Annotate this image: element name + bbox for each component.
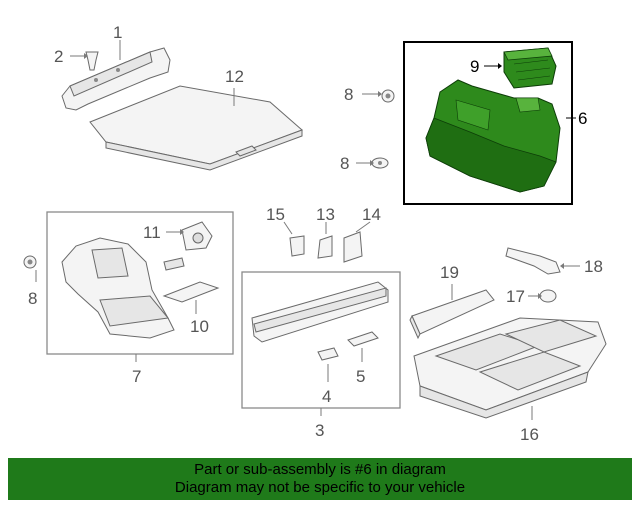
part-6-group-box <box>403 41 573 205</box>
callout-4: 4 <box>322 387 331 406</box>
part-3-sill-plate <box>251 281 389 343</box>
callout-2: 2 <box>54 47 63 66</box>
callout-3: 3 <box>315 421 324 440</box>
part-1-trim-bracket <box>61 47 171 111</box>
part-8-fastener-left <box>23 255 37 269</box>
callout-12: 12 <box>225 67 244 86</box>
callout-11: 11 <box>143 223 161 242</box>
part-6-trunk-trim-panel <box>425 79 561 193</box>
part-9-storage-bin <box>503 47 557 89</box>
callout-6: 6 <box>578 109 587 128</box>
part-11-trim-cover <box>181 221 213 251</box>
part-19-panel <box>409 289 495 340</box>
callout-17: 17 <box>506 287 525 306</box>
callout-1: 1 <box>113 23 122 42</box>
callout-9: 9 <box>470 57 479 76</box>
callout-7: 7 <box>132 367 141 386</box>
callout-14: 14 <box>362 205 381 224</box>
part-7-group-box <box>46 211 234 355</box>
callout-10: 10 <box>190 317 209 336</box>
callout-5: 5 <box>356 367 365 386</box>
callout-8-middle: 8 <box>340 154 349 173</box>
part-2-clip <box>85 51 99 71</box>
info-banner: Part or sub-assembly is #6 in diagram Di… <box>8 458 632 500</box>
part-16-storage-tray <box>413 317 607 419</box>
part-18-tool <box>505 247 561 275</box>
banner-line-2: Diagram may not be specific to your vehi… <box>174 479 466 496</box>
banner-line-1: Part or sub-assembly is #6 in diagram <box>194 461 446 478</box>
part-12-floor-panel <box>89 85 303 171</box>
callout-8-upper: 8 <box>344 85 353 104</box>
callout-16: 16 <box>520 425 539 444</box>
part-17-plug <box>539 289 557 303</box>
part-13-clip <box>317 235 333 259</box>
callout-19: 19 <box>440 263 459 282</box>
callout-18: 18 <box>584 257 603 276</box>
part-10-panel <box>162 257 220 303</box>
callout-13: 13 <box>316 205 335 224</box>
part-7-side-trim <box>61 237 175 339</box>
part-15-clip <box>289 235 305 257</box>
part-4-bracket <box>317 347 339 361</box>
part-8-fastener-middle <box>371 157 389 169</box>
part-14-clip <box>343 231 363 263</box>
part-8-fastener-upper <box>381 89 395 103</box>
callout-8-left: 8 <box>28 289 37 308</box>
callout-15: 15 <box>266 205 285 224</box>
part-5-bracket <box>347 331 379 347</box>
